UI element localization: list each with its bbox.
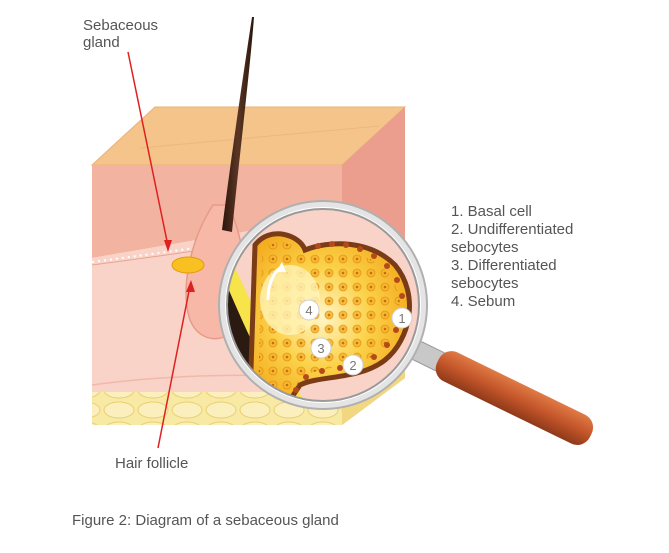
legend-item-3-cont: sebocytes <box>451 275 519 292</box>
magnifier-handle <box>435 351 594 445</box>
figure-caption: Figure 2: Diagram of a sebaceous gland <box>72 512 339 529</box>
marker-2: 2 <box>342 354 364 376</box>
svg-text:1: 1 <box>398 311 405 326</box>
svg-text:4: 4 <box>305 303 312 318</box>
legend-item-2-cont: sebocytes <box>451 239 519 256</box>
svg-text:3: 3 <box>317 341 324 356</box>
pointer-arrows <box>127 51 195 449</box>
hair-shaft <box>222 17 254 232</box>
legend: 1. Basal cell 2. Undifferentiated sebocy… <box>451 203 573 311</box>
sebaceous-gland-small <box>171 256 205 274</box>
legend-item-1: 1. Basal cell <box>451 203 532 220</box>
hair-follicle-pointer <box>157 285 191 449</box>
marker-3: 3 <box>310 337 332 359</box>
label-hair-follicle: Hair follicle <box>115 455 189 472</box>
svg-text:2: 2 <box>349 358 356 373</box>
skin-top-surface <box>92 107 405 165</box>
sebaceous-gland-pointer <box>127 51 169 247</box>
marker-4: 4 <box>298 299 320 321</box>
marker-1: 1 <box>391 307 413 329</box>
legend-item-4: 4. Sebum <box>451 293 516 310</box>
legend-item-3: 3. Differentiated <box>451 257 557 274</box>
magnifier: 1 2 3 4 <box>218 200 594 445</box>
label-sebaceous-gland: Sebaceous gland <box>83 17 159 51</box>
legend-item-2: 2. Undifferentiated <box>451 221 574 238</box>
